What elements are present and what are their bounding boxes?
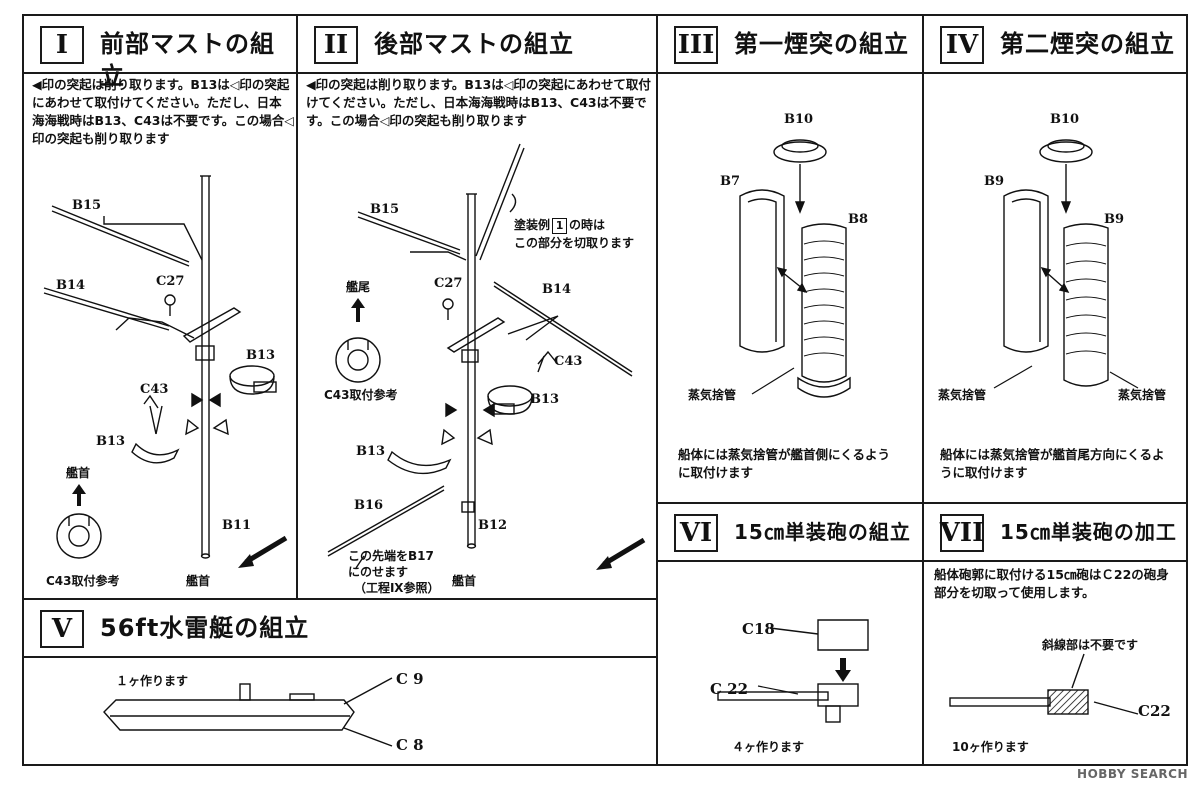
label-bow-ref: 艦首 [66, 466, 91, 480]
label-steam-pipe-right: 蒸気捨管 [1118, 388, 1167, 402]
label-b15: B15 [370, 202, 400, 217]
step-number: VII [940, 514, 984, 552]
cut-note-line2: この部分を切取ります [514, 236, 635, 250]
label-steam-pipe: 蒸気捨管 [688, 388, 737, 402]
front-mast-drawing [43, 175, 288, 568]
label-b15: B15 [72, 198, 102, 213]
step-title: 前部マストの組立 [100, 30, 275, 90]
step-number: III [674, 26, 718, 64]
label-b16: B16 [354, 498, 384, 513]
tip-note: この先端をB17 にのせます （工程Ⅸ参照） [348, 548, 439, 596]
label-b13-lower: B13 [96, 434, 126, 449]
panel-gun-assembly: VI 15㎝単装砲の組立 C18 C 22 ４ヶ作ります [656, 502, 924, 766]
step-title: 第一煙突の組立 [734, 30, 909, 58]
label-bow: 艦首 [452, 574, 477, 588]
label-b12: B12 [478, 518, 508, 533]
step-number: IV [940, 26, 984, 64]
cut-note-num: 1 [552, 218, 568, 234]
label-c27: C27 [434, 276, 463, 291]
panel-header: IV 第二煙突の組立 [924, 16, 1186, 74]
make-count: 10ヶ作ります [952, 740, 1029, 754]
step-title: 第二煙突の組立 [1000, 30, 1175, 58]
panel-header: V 56ft水雷艇の組立 [24, 600, 656, 658]
tip-note-line2: にのせます [348, 565, 409, 579]
cut-note-prefix: 塗装例 [514, 218, 551, 232]
label-c43: C43 [554, 354, 583, 369]
cut-note-suffix: の時は [569, 218, 606, 232]
label-steam-pipe-left: 蒸気捨管 [938, 388, 987, 402]
panel-gun-modification: VII 15㎝単装砲の加工 船体砲郭に取付ける15㎝砲はＣ22の砲身部分を切取っ… [922, 502, 1188, 766]
label-stern: 艦尾 [346, 280, 371, 294]
make-count: １ヶ作ります [116, 674, 189, 688]
hatch-note: 斜線部は不要です [1042, 638, 1139, 652]
label-c43: C43 [140, 382, 169, 397]
panel-header: VII 15㎝単装砲の加工 [924, 504, 1186, 562]
watermark: HOBBY SEARCH [1077, 767, 1188, 781]
panel-rear-mast: II 後部マストの組立 ◀印の突起は削り取ります。B13は◁印の突起にあわせて取… [296, 14, 658, 600]
step-number: II [314, 26, 358, 64]
tip-note-line1: この先端をB17 [348, 549, 434, 563]
step-note: ◀印の突起は削り取ります。B13は◁印の突起にあわせて取付けてください。ただし、… [32, 77, 294, 146]
panel-front-mast: I 前部マストの組立 ◀印の突起は削り取ります。B13は◁印の突起にあわせて取付… [22, 14, 298, 600]
label-b10: B10 [1050, 112, 1080, 127]
label-c8: C 8 [396, 736, 424, 754]
step-note: 船体には蒸気捨管が艦首尾方向にくるように取付けます [940, 447, 1165, 480]
label-b13-lower: B13 [356, 444, 386, 459]
step-number: I [40, 26, 84, 64]
gun-assembly-drawing [717, 619, 869, 723]
step-title: 後部マストの組立 [374, 30, 574, 58]
label-b9-left: B9 [984, 174, 1005, 189]
rear-mast-drawing [327, 143, 646, 570]
label-c27: C27 [156, 274, 185, 289]
label-bow: 艦首 [186, 574, 211, 588]
label-c22: C22 [1138, 702, 1171, 720]
step-title: 56ft水雷艇の組立 [100, 614, 310, 642]
label-b14: B14 [56, 278, 86, 293]
second-funnel-drawing [993, 139, 1139, 389]
panel-first-funnel: III 第一煙突の組立 [656, 14, 924, 504]
label-c22: C 22 [710, 680, 749, 698]
step-note: 船体砲郭に取付ける15㎝砲はＣ22の砲身部分を切取って使用します。 [934, 567, 1169, 600]
step-note: 船体には蒸気捨管が艦首側にくるように取付けます [678, 447, 891, 480]
label-c9: C 9 [396, 670, 424, 688]
label-b13-upper: B13 [246, 348, 276, 363]
step-number: V [40, 610, 84, 648]
step-number: VI [674, 514, 718, 552]
panel-torpedo-boat: V 56ft水雷艇の組立 １ヶ作ります C 9 C 8 [22, 598, 658, 766]
panel-second-funnel: IV 第二煙突の組立 [922, 14, 1188, 504]
label-b13-upper: B13 [530, 392, 560, 407]
label-c43-ref: C43取付参考 [46, 574, 120, 588]
panel-header: III 第一煙突の組立 [658, 16, 922, 74]
label-b14: B14 [542, 282, 572, 297]
step-note: ◀印の突起は削り取ります。B13は◁印の突起にあわせて取付けてください。ただし、… [306, 77, 651, 128]
torpedo-boat-drawing [103, 677, 393, 747]
first-funnel-drawing [739, 139, 851, 398]
panel-header: II 後部マストの組立 [298, 16, 656, 74]
step-title: 15㎝単装砲の加工 [1000, 520, 1177, 544]
panel-header: VI 15㎝単装砲の組立 [658, 504, 922, 562]
label-b10: B10 [784, 112, 814, 127]
label-b8: B8 [848, 212, 869, 227]
gun-modification-drawing [949, 653, 1139, 715]
tip-note-line3: （工程Ⅸ参照） [354, 581, 440, 595]
label-b7: B7 [720, 174, 741, 189]
label-c43-ref: C43取付参考 [324, 388, 398, 402]
make-count: ４ヶ作ります [732, 740, 805, 754]
label-c18: C18 [742, 620, 775, 638]
panel-header: I 前部マストの組立 [24, 16, 296, 90]
step-title: 15㎝単装砲の組立 [734, 520, 911, 544]
label-b9-right: B9 [1104, 212, 1125, 227]
label-b11: B11 [222, 518, 252, 533]
